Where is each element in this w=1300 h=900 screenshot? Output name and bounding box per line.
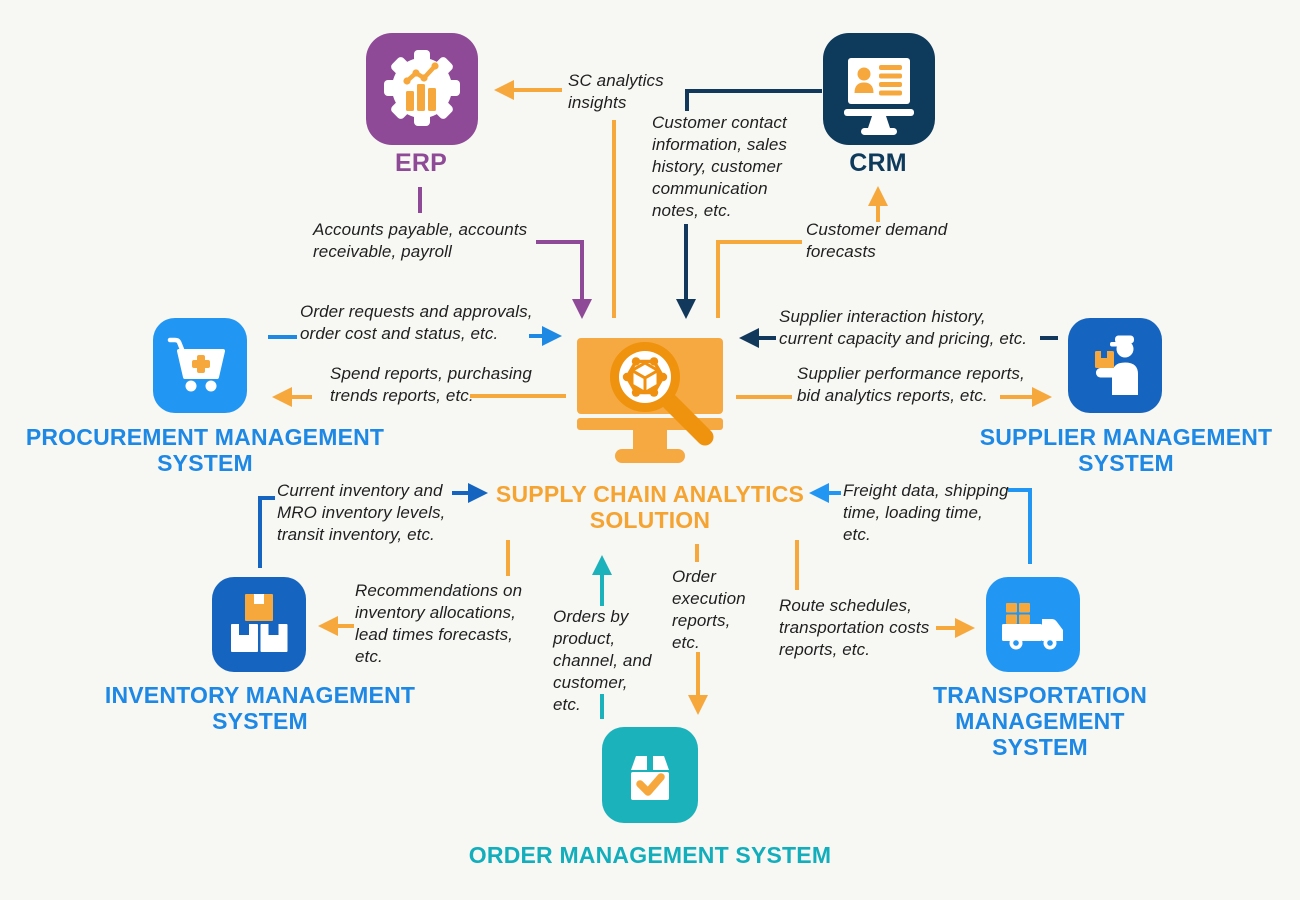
flow-route-schedules-line [795, 540, 975, 638]
flow-label-sc-insights: SC analytics insights [568, 71, 664, 112]
order-label: ORDER MANAGEMENT SYSTEM [468, 842, 832, 868]
flow-label-orders-by: Orders by product, channel, and customer… [553, 607, 652, 714]
flow-label-route-schedules: Route schedules, transportation costs re… [779, 596, 930, 659]
inventory-icon [212, 577, 306, 672]
monitor-magnifier-network-icon [577, 338, 723, 463]
flow-label-recommendations: Recommendations on inventory allocations… [355, 581, 523, 666]
transportation-label: TRANSPORTATION MANAGEMENT SYSTEM [932, 682, 1148, 760]
delivery-truck-icon [986, 577, 1080, 672]
flow-label-customer-contact: Customer contact information, sales hist… [652, 113, 788, 220]
transportation-icon [986, 577, 1080, 672]
order-icon [602, 727, 698, 823]
flow-label-current-inventory: Current inventory and MRO inventory leve… [277, 481, 446, 544]
flow-order-requests-line [268, 326, 562, 346]
supplier-label: SUPPLIER MANAGEMENT SYSTEM [979, 424, 1273, 476]
package-check-icon [602, 727, 698, 823]
procurement-label: PROCUREMENT MANAGEMENT SYSTEM [25, 424, 385, 476]
flow-current-inventory-line [258, 483, 488, 568]
person-holding-box-icon [1068, 318, 1162, 413]
supplier-icon [1068, 318, 1162, 413]
flow-sc-insights-line [494, 80, 616, 318]
flow-label-freight: Freight data, shipping time, loading tim… [843, 481, 1009, 544]
flow-order-execution-line [688, 544, 708, 715]
flow-label-supplier-performance: Supplier performance reports, bid analyt… [797, 364, 1025, 405]
flow-recommendations-line [318, 540, 510, 636]
flow-freight-line [809, 483, 1032, 564]
flow-customer-contact-line [676, 89, 822, 319]
solution-icon [545, 323, 755, 468]
flow-label-spend-reports: Spend reports, purchasing trends reports… [330, 364, 532, 405]
flow-label-order-requests: Order requests and approvals, order cost… [300, 302, 533, 343]
flow-accounts-line [418, 187, 592, 319]
flow-spend-reports-line [272, 387, 566, 407]
solution-label: SUPPLY CHAIN ANALYTICS SOLUTION [495, 481, 805, 533]
inventory-label: INVENTORY MANAGEMENT SYSTEM [104, 682, 416, 734]
flow-label-accounts: Accounts payable, accounts receivable, p… [313, 220, 528, 261]
crm-icon [823, 33, 935, 145]
flow-label-customer-demand: Customer demand forecasts [806, 220, 948, 261]
flow-label-supplier-interaction: Supplier interaction history, current ca… [779, 307, 1028, 348]
erp-icon [366, 33, 478, 145]
shopping-cart-plus-icon [153, 318, 247, 413]
stacked-boxes-icon [212, 577, 306, 672]
gear-analytics-icon [366, 33, 478, 145]
crm-label: CRM [849, 149, 907, 177]
erp-label: ERP [394, 149, 447, 177]
flow-customer-demand-line [716, 186, 888, 318]
procurement-icon [153, 318, 247, 413]
flow-label-order-execution: Order execution reports, etc. [672, 567, 746, 652]
monitor-contact-icon [823, 33, 935, 145]
